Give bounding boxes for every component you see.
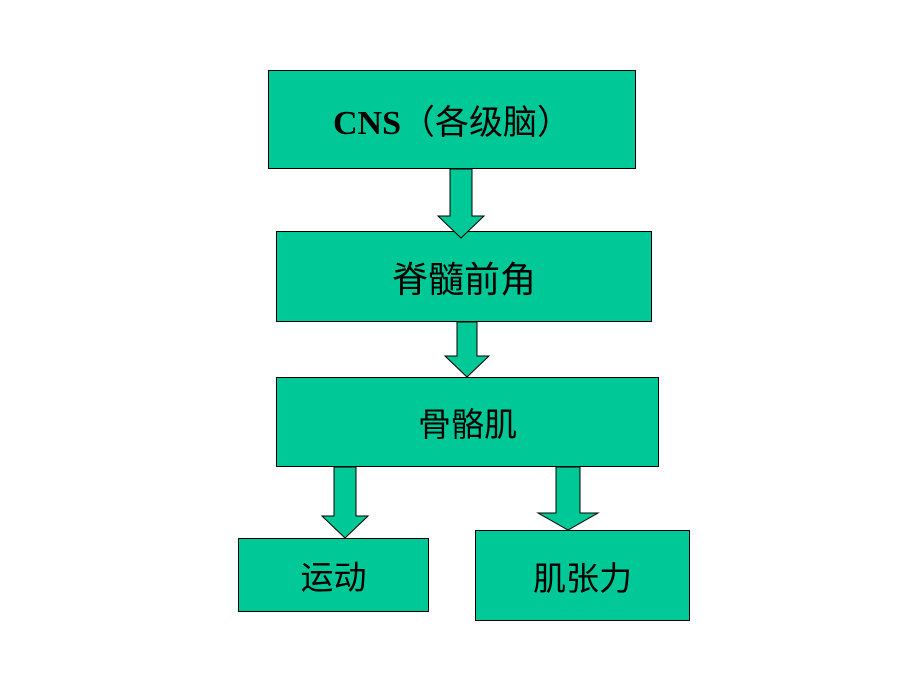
node-skeletal-muscle-label: 骨骼肌 — [418, 405, 517, 444]
arrow-skeletal-muscle-to-muscle-tone — [536, 466, 600, 531]
node-cns: CNS（各级脑） — [268, 70, 636, 169]
node-muscle-tone: 肌张力 — [475, 530, 690, 621]
node-movement-label: 运动 — [300, 558, 367, 597]
node-cns-latin: CNS — [332, 105, 402, 142]
node-anterior-horn: 脊髓前角 — [276, 231, 652, 322]
node-cns-label: CNS（各级脑） — [333, 95, 571, 144]
arrow-skeletal-muscle-to-movement — [320, 466, 370, 539]
node-movement: 运动 — [238, 538, 429, 612]
node-anterior-horn-label: 脊髓前角 — [391, 259, 536, 301]
arrow-anterior-horn-to-skeletal-muscle — [443, 321, 491, 378]
node-muscle-tone-label: 肌张力 — [533, 558, 632, 598]
node-cns-cjk: （各级脑） — [401, 103, 572, 143]
node-skeletal-muscle: 骨骼肌 — [276, 377, 659, 467]
arrow-cns-to-anterior-horn — [436, 168, 486, 239]
